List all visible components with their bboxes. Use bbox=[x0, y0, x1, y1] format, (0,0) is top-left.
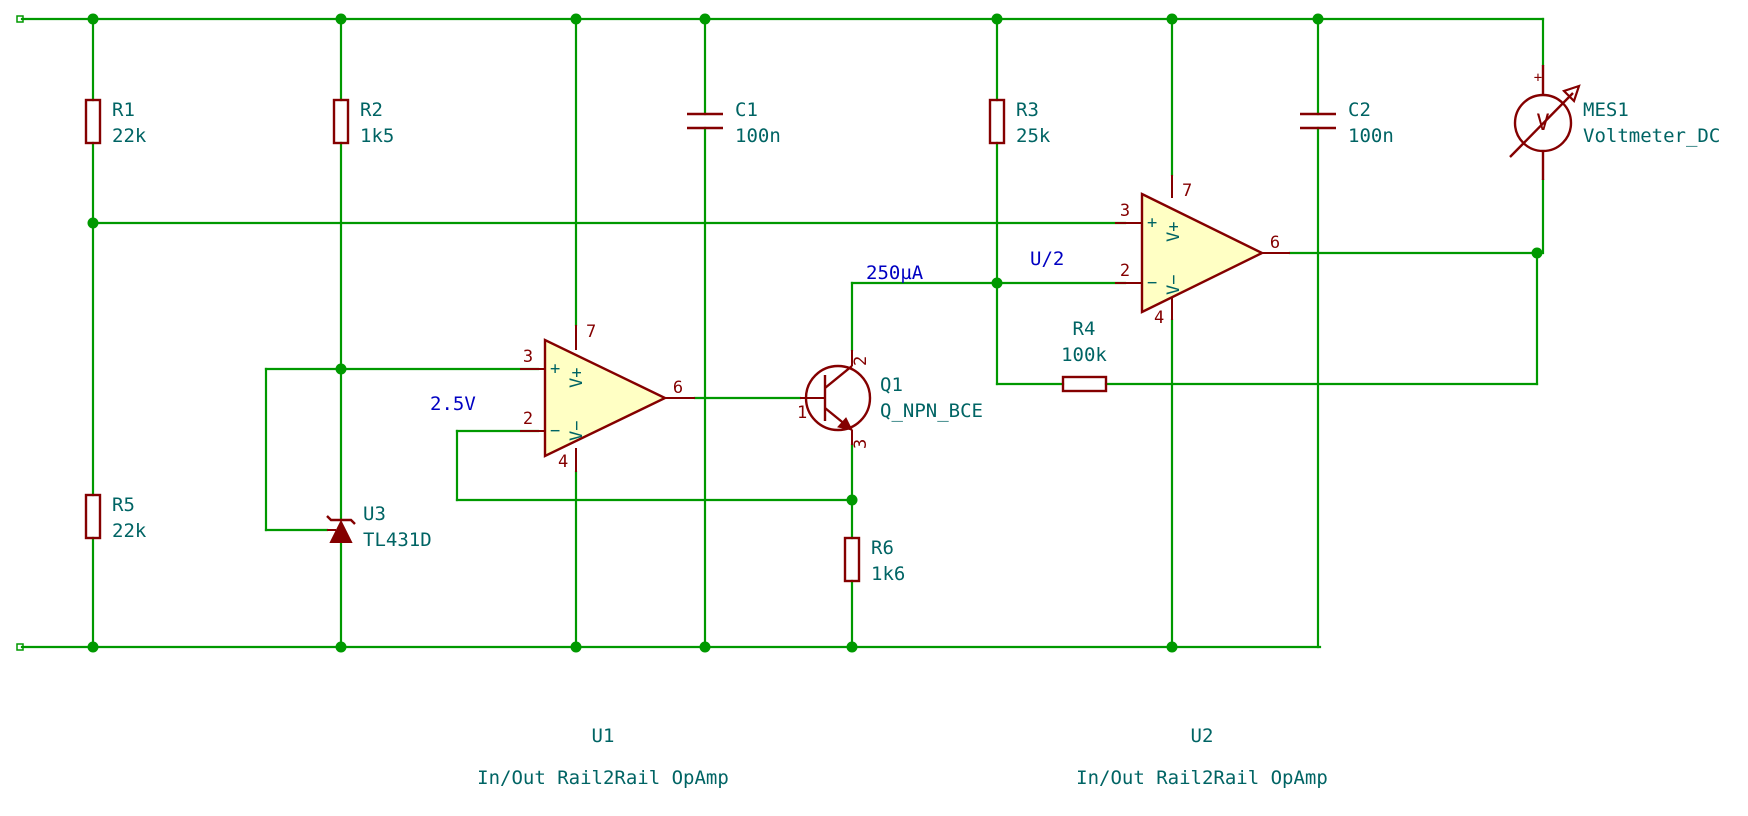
r1-value: 22k bbox=[112, 125, 147, 147]
net-label-current: 250µA bbox=[866, 262, 924, 284]
resistor-r3[interactable]: R3 25k bbox=[988, 98, 1051, 147]
capacitor-c2[interactable]: C2 100n bbox=[1300, 99, 1394, 147]
c2-value: 100n bbox=[1348, 125, 1394, 147]
u1-minus-label: − bbox=[550, 421, 560, 441]
transistor-q1[interactable]: 1 2 3 Q1 Q_NPN_BCE bbox=[797, 350, 983, 449]
u2-pin-out: 6 bbox=[1270, 233, 1280, 253]
junction bbox=[991, 277, 1003, 289]
meter-symbol: V bbox=[1536, 111, 1549, 136]
q1-value: Q_NPN_BCE bbox=[880, 400, 983, 422]
resistor-r6[interactable]: R6 1k6 bbox=[843, 536, 905, 585]
c2-ref: C2 bbox=[1348, 99, 1371, 121]
resistor-r4[interactable]: R4 100k bbox=[1061, 318, 1107, 393]
u1-pin-out: 6 bbox=[673, 378, 683, 398]
u1-vp-label: V+ bbox=[567, 368, 587, 388]
u1-vm-label: V− bbox=[567, 421, 587, 441]
resistor-r1[interactable]: R1 22k bbox=[84, 98, 147, 147]
r6-value: 1k6 bbox=[871, 563, 905, 585]
u2-pin-plus: 3 bbox=[1120, 201, 1130, 221]
meter-arrow-icon bbox=[1561, 84, 1581, 104]
junction bbox=[87, 217, 99, 229]
junction bbox=[570, 13, 582, 25]
u2-minus-label: − bbox=[1147, 273, 1157, 293]
emitter-arrow-icon bbox=[837, 417, 853, 431]
mes1-value: Voltmeter_DC bbox=[1583, 125, 1720, 147]
u1-pin-plus: 3 bbox=[523, 347, 533, 367]
u1-plus-label: + bbox=[550, 359, 560, 379]
shunt-reference-u3[interactable]: U3 TL431D bbox=[326, 503, 432, 551]
r1-ref: R1 bbox=[112, 99, 135, 121]
u1-ref: U1 bbox=[592, 725, 615, 747]
junction bbox=[1312, 13, 1324, 25]
u3-ref: U3 bbox=[363, 503, 386, 525]
c1-ref: C1 bbox=[735, 99, 758, 121]
r2-value: 1k5 bbox=[360, 125, 394, 147]
junction bbox=[570, 641, 582, 653]
net-label-vref: 2.5V bbox=[430, 393, 476, 415]
u1-pin-vp: 7 bbox=[586, 322, 596, 342]
u2-pin-vp: 7 bbox=[1182, 181, 1192, 201]
capacitor-c1[interactable]: C1 100n bbox=[687, 99, 781, 147]
r5-ref: R5 bbox=[112, 494, 135, 516]
resistor-r2[interactable]: R2 1k5 bbox=[332, 98, 394, 147]
junction bbox=[1166, 13, 1178, 25]
junction bbox=[699, 13, 711, 25]
rail-terminal-bottom bbox=[16, 643, 24, 651]
opamp-u2[interactable]: 3 2 6 7 4 + − V+ V− U2 In/Out Rail2Rail … bbox=[1076, 175, 1328, 789]
junction bbox=[87, 13, 99, 25]
junction bbox=[846, 494, 858, 506]
c1-value: 100n bbox=[735, 125, 781, 147]
u2-plus-label: + bbox=[1147, 213, 1157, 233]
r2-ref: R2 bbox=[360, 99, 383, 121]
junction bbox=[1531, 247, 1543, 259]
junctions bbox=[87, 13, 1543, 653]
q1-pin-base: 1 bbox=[797, 403, 807, 423]
r3-ref: R3 bbox=[1016, 99, 1039, 121]
u1-pin-vm: 4 bbox=[558, 452, 568, 472]
junction bbox=[87, 641, 99, 653]
u3-value: TL431D bbox=[363, 529, 432, 551]
r5-value: 22k bbox=[112, 520, 147, 542]
u2-pin-minus: 2 bbox=[1120, 261, 1130, 281]
junction bbox=[335, 363, 347, 375]
mes1-ref: MES1 bbox=[1583, 99, 1629, 121]
u2-value: In/Out Rail2Rail OpAmp bbox=[1076, 767, 1328, 789]
u2-pin-vm: 4 bbox=[1154, 308, 1164, 328]
r4-value: 100k bbox=[1061, 344, 1107, 366]
net-label-half: U/2 bbox=[1030, 248, 1064, 270]
r6-ref: R6 bbox=[871, 537, 894, 559]
meter-polarity: + bbox=[1534, 70, 1542, 86]
junction bbox=[991, 13, 1003, 25]
junction bbox=[846, 641, 858, 653]
wires bbox=[20, 17, 1545, 649]
r4-ref: R4 bbox=[1073, 318, 1096, 340]
u2-ref: U2 bbox=[1191, 725, 1214, 747]
u2-vm-label: V− bbox=[1164, 275, 1184, 295]
u2-vp-label: V+ bbox=[1164, 222, 1184, 242]
q1-ref: Q1 bbox=[880, 374, 903, 396]
q1-pin-emitter: 3 bbox=[851, 439, 871, 449]
junction bbox=[1166, 641, 1178, 653]
resistor-r5[interactable]: R5 22k bbox=[84, 493, 147, 542]
opamp-u1[interactable]: 3 2 6 7 4 + − V+ V− U1 In/Out Rail2Rail … bbox=[477, 322, 729, 789]
junction bbox=[335, 13, 347, 25]
q1-pin-collector: 2 bbox=[851, 356, 871, 366]
u1-pin-minus: 2 bbox=[523, 409, 533, 429]
voltmeter-mes1[interactable]: V + MES1 Voltmeter_DC bbox=[1509, 65, 1720, 180]
junction bbox=[335, 641, 347, 653]
r3-value: 25k bbox=[1016, 125, 1051, 147]
u1-value: In/Out Rail2Rail OpAmp bbox=[477, 767, 729, 789]
rail-terminal-top bbox=[16, 15, 24, 23]
junction bbox=[699, 641, 711, 653]
